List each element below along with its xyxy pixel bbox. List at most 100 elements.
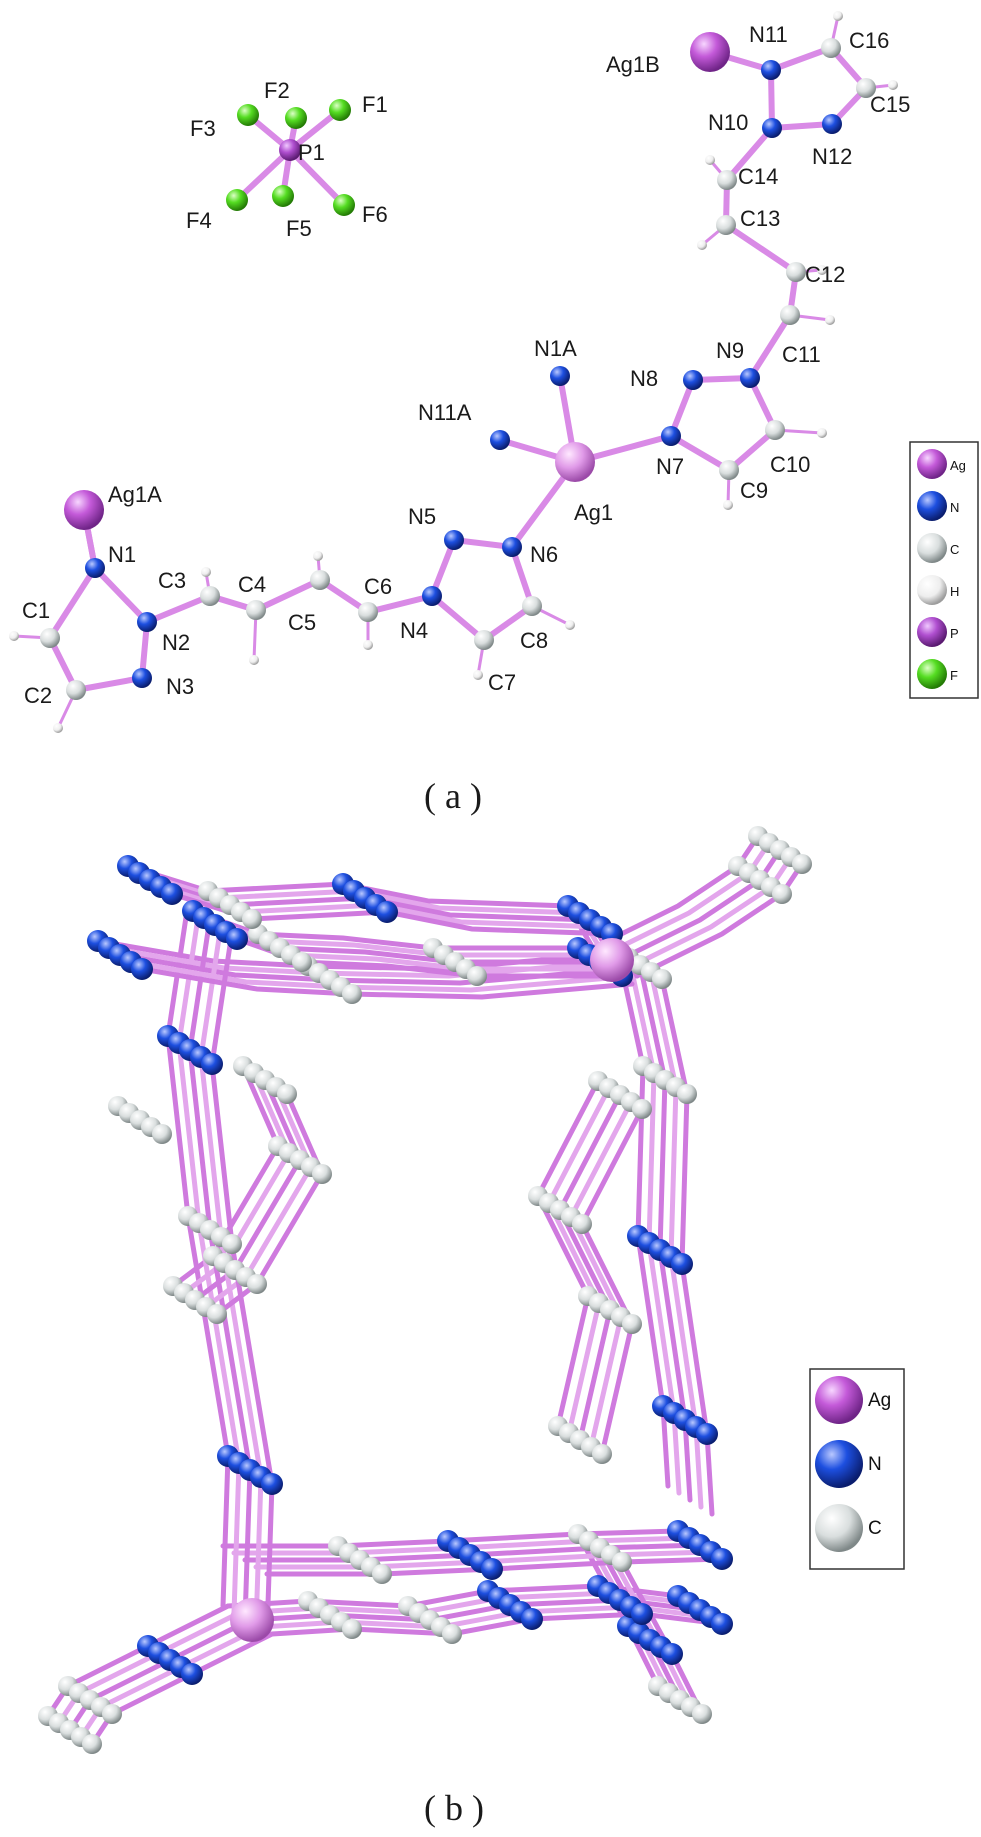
svg-text:P: P [950, 626, 959, 641]
label-c15: C15 [870, 92, 910, 117]
label-f4: F4 [186, 208, 212, 233]
atom-n11a [490, 430, 510, 450]
legend-a-item-p: P [917, 617, 959, 647]
atom-f1 [329, 99, 351, 121]
framework-atom-n [226, 928, 248, 950]
panel-b-silver-centers [230, 938, 634, 1642]
atom-f3 [237, 104, 259, 126]
atom-n1 [85, 558, 105, 578]
framework-atom-c [247, 1274, 267, 1294]
atom-n8 [683, 370, 703, 390]
label-n4: N4 [400, 618, 428, 643]
framework-atom-c [152, 1124, 172, 1144]
label-c2: C2 [24, 683, 52, 708]
atom-f5 [272, 185, 294, 207]
label-c1: C1 [22, 598, 50, 623]
legend-a-item-f: F [917, 659, 958, 689]
framework-atom-c [207, 1304, 227, 1324]
framework-bond [568, 1099, 634, 1450]
label-c7: C7 [488, 670, 516, 695]
label-c5: C5 [288, 610, 316, 635]
label-n7: N7 [656, 454, 684, 479]
atom-c2 [66, 680, 86, 700]
framework-atom-c [652, 969, 672, 989]
legend-a-item-c: C [917, 533, 959, 563]
atom-ag1a [64, 490, 104, 530]
legend-a-frame [909, 441, 979, 699]
framework-atom-n [631, 1603, 653, 1625]
atom-ag-bottom-left [230, 1598, 274, 1642]
panel-a-labels: Ag1B N11 C16 C15 N10 N12 C14 C13 C12 C11… [22, 22, 910, 708]
legend-b-item-n: N [815, 1440, 882, 1488]
atom-n5 [444, 530, 464, 550]
atom-h [817, 265, 827, 275]
label-f3: F3 [190, 116, 216, 141]
label-f5: F5 [286, 216, 312, 241]
label-n12: N12 [812, 144, 852, 169]
atom-c4 [246, 600, 266, 620]
framework-atom-c [772, 884, 792, 904]
framework-bond [590, 833, 761, 951]
svg-text:C: C [868, 1518, 882, 1539]
framework-atom-n [376, 901, 398, 923]
framework-bond [78, 1624, 264, 1740]
caption-a: ( a ) [424, 776, 482, 816]
label-n5: N5 [408, 504, 436, 529]
label-c12: C12 [805, 262, 845, 287]
legend-a-item-ag: Ag [917, 449, 966, 479]
label-n1a: N1A [534, 336, 577, 361]
legend-b-item-ag: Ag [815, 1376, 891, 1424]
framework-atom-n [671, 1253, 693, 1275]
atom-c6 [358, 602, 378, 622]
label-c3: C3 [158, 568, 186, 593]
label-c14: C14 [738, 164, 778, 189]
label-c11: C11 [782, 342, 821, 367]
atom-n12 [822, 114, 842, 134]
atom-f4 [226, 189, 248, 211]
framework-atom-c [372, 1564, 392, 1584]
label-p1: P1 [298, 140, 325, 165]
atom-n4 [422, 586, 442, 606]
framework-atom-n [481, 1558, 503, 1580]
label-f1: F1 [362, 92, 388, 117]
atom-n3 [132, 668, 152, 688]
label-c10: C10 [770, 452, 810, 477]
atom-h [723, 500, 733, 510]
atom-n10 [762, 118, 782, 138]
atom-h [565, 620, 575, 630]
label-c6: C6 [364, 574, 392, 599]
panel-a-atoms [9, 11, 898, 733]
caption-b: ( b ) [424, 1788, 484, 1828]
framework-atom-c [242, 909, 262, 929]
atom-n9 [740, 368, 760, 388]
legend-b-item-c: C [815, 1504, 882, 1552]
label-n8: N8 [630, 366, 658, 391]
framework-atom-c [592, 1444, 612, 1464]
framework-atom-c [342, 1619, 362, 1639]
label-n1: N1 [108, 542, 136, 567]
atom-n11 [761, 60, 781, 80]
framework-atom-c [677, 1084, 697, 1104]
atom-c16 [821, 38, 841, 58]
framework-bond [170, 1063, 281, 1289]
framework-bond [612, 847, 783, 965]
legend-a-item-n: N [917, 491, 959, 521]
label-f6: F6 [362, 202, 388, 227]
atom-ag1 [555, 442, 595, 482]
framework-atom-c [692, 1704, 712, 1724]
label-c13: C13 [740, 206, 780, 231]
panel-a-h-bonds [12, 14, 895, 730]
framework-atom-n [661, 1643, 683, 1665]
panel-a-bonds [47, 45, 869, 693]
atom-h [817, 428, 827, 438]
framework-atom-c [102, 1704, 122, 1724]
atom-c11 [780, 305, 800, 325]
panel-a: Ag1B N11 C16 C15 N10 N12 C14 C13 C12 C11… [9, 11, 979, 816]
label-ag1: Ag1 [574, 500, 613, 525]
label-n2: N2 [162, 630, 190, 655]
framework-atom-c [632, 1099, 652, 1119]
atom-c7 [474, 630, 494, 650]
atom-h [833, 11, 843, 21]
framework-bond [192, 1077, 303, 1303]
